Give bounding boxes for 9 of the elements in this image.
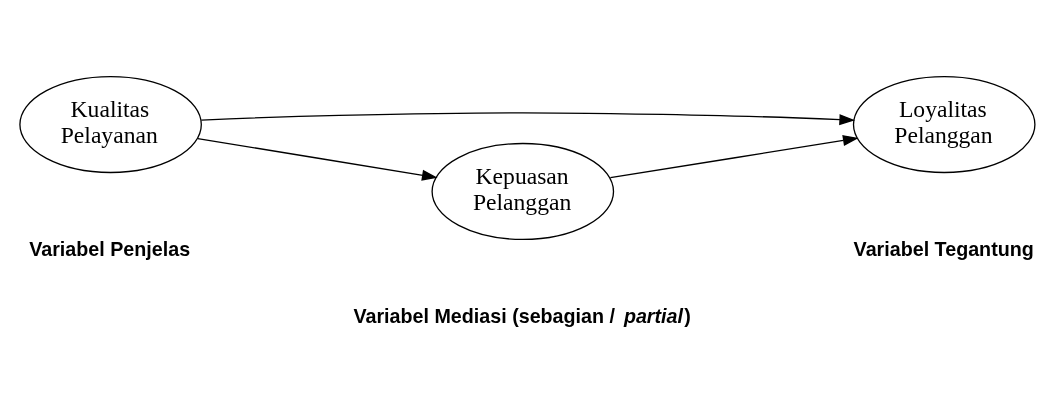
node-ellipse: Kepuasan Pelanggan [431,142,615,241]
label: Variabel Tegantung [853,238,1034,261]
label: Variabel Mediasi (sebagian / partial) [353,305,691,328]
arrow [609,135,859,179]
arrow [200,112,856,126]
node-ellipse: Kualitas Pelayanan [19,75,202,174]
label: Variabel Penjelas [29,238,191,261]
arrow [197,137,438,181]
node-ellipse: Loyalitas Pelanggan [852,75,1036,174]
